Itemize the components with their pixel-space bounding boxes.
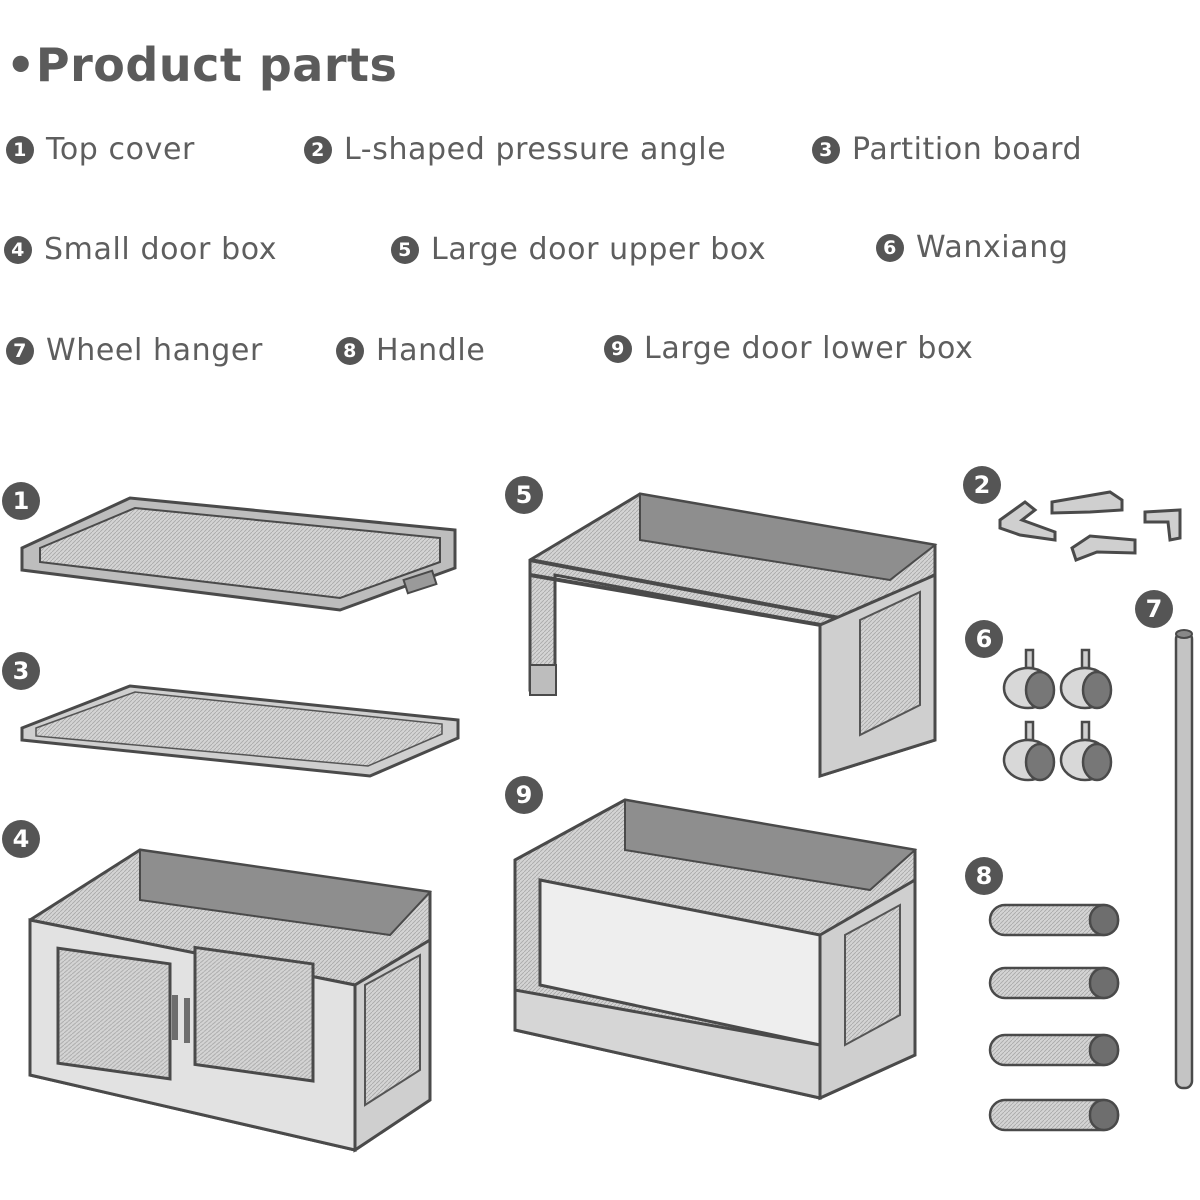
large-door-lower-box-drawing: [513, 798, 918, 1101]
legend-label: Large door lower box: [644, 331, 974, 366]
legend-label: Top cover: [46, 132, 195, 167]
wanxiang-drawing: [1002, 648, 1113, 782]
part-badge-4: 4: [2, 820, 40, 858]
legend-item-handle: 8 Handle: [336, 333, 485, 368]
part-badge-1: 1: [2, 482, 40, 520]
legend-item-partition-board: 3 Partition board: [812, 132, 1082, 167]
part-badge-2: 2: [963, 466, 1001, 504]
number-badge: 6: [876, 233, 904, 262]
number-badge: 8: [336, 336, 364, 365]
legend-label: Wanxiang: [916, 230, 1069, 265]
legend-label: Partition board: [852, 132, 1083, 167]
legend-item-top-cover: 1 Top cover: [6, 132, 195, 167]
top-cover-drawing: [20, 496, 457, 612]
partition-board-drawing: [20, 684, 460, 778]
number-badge: 1: [6, 135, 34, 164]
legend-item-large-door-upper-box: 5 Large door upper box: [391, 232, 766, 267]
legend-item-wanxiang: 6 Wanxiang: [876, 230, 1068, 265]
small-door-box-drawing: [28, 848, 433, 1153]
legend-label: L-shaped pressure angle: [344, 132, 727, 167]
large-door-upper-box-drawing: [528, 492, 938, 779]
number-badge: 4: [4, 235, 32, 264]
legend-item-large-door-lower-box: 9 Large door lower box: [604, 331, 973, 366]
handle-drawing: [988, 903, 1120, 1132]
number-badge: 7: [6, 336, 34, 365]
page-title: •Product parts: [6, 38, 398, 92]
number-badge: 2: [304, 135, 332, 164]
number-badge: 5: [391, 235, 419, 264]
part-badge-9: 9: [505, 776, 543, 814]
legend-label: Wheel hanger: [46, 333, 263, 368]
legend-label: Small door box: [44, 232, 278, 267]
legend-item-wheel-hanger: 7 Wheel hanger: [6, 333, 263, 368]
number-badge: 3: [812, 135, 840, 164]
number-badge: 9: [604, 334, 632, 363]
legend-label: Handle: [376, 333, 486, 368]
part-badge-8: 8: [965, 857, 1003, 895]
part-badge-7: 7: [1135, 590, 1173, 628]
part-badge-6: 6: [965, 620, 1003, 658]
part-badge-5: 5: [505, 476, 543, 514]
part-badge-3: 3: [2, 652, 40, 690]
legend-item-small-door-box: 4 Small door box: [4, 232, 277, 267]
l-shaped-pressure-angle-drawing: [998, 490, 1182, 562]
legend-label: Large door upper box: [431, 232, 767, 267]
legend-item-l-shaped-pressure-angle: 2 L-shaped pressure angle: [304, 132, 726, 167]
wheel-hanger-drawing: [1174, 629, 1194, 1090]
